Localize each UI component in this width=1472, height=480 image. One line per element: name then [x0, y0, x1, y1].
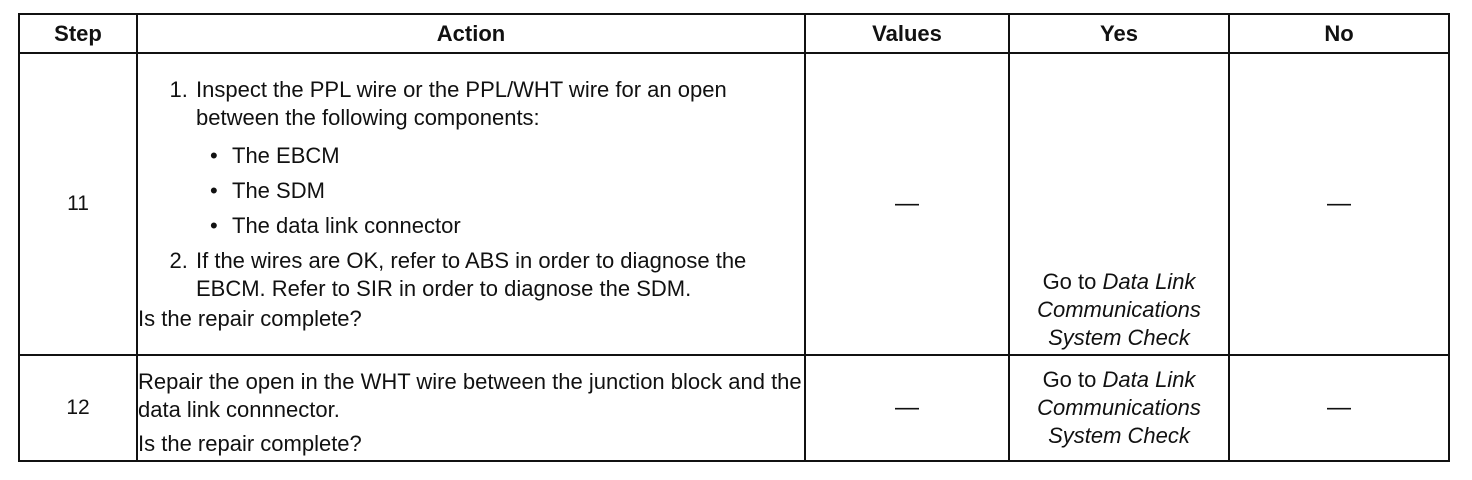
table-row-step-12: 12 Repair the open in the WHT wire betwe… — [18, 354, 1450, 462]
step-number: 11 — [18, 52, 138, 356]
component-item: The data link connector — [210, 208, 804, 243]
yes-prefix: Go to — [1042, 269, 1103, 294]
component-item: The EBCM — [210, 138, 804, 173]
header-yes: Yes — [1008, 13, 1230, 54]
no-cell: — — [1228, 354, 1450, 462]
data-link-check-link[interactable]: Data Link Communications System Check — [1037, 269, 1201, 350]
action-text: Repair the open in the WHT wire between … — [138, 369, 802, 422]
header-row: Step Action Values Yes No — [18, 13, 1450, 54]
diagnostic-table: Step Action Values Yes No 11 Inspect the… — [18, 13, 1450, 462]
action-step-2: If the wires are OK, refer to ABS in ord… — [194, 247, 804, 303]
header-action: Action — [136, 13, 806, 54]
header-step: Step — [18, 13, 138, 54]
header-no: No — [1228, 13, 1450, 54]
repair-question: Is the repair complete? — [138, 431, 362, 456]
yes-cell: Go to Data Link Communications System Ch… — [1008, 52, 1230, 356]
component-item: The SDM — [210, 173, 804, 208]
no-cell: — — [1228, 52, 1450, 356]
values-cell: — — [804, 354, 1010, 462]
action-cell: Inspect the PPL wire or the PPL/WHT wire… — [136, 52, 806, 356]
repair-question: Is the repair complete? — [138, 305, 362, 331]
action-step-1: Inspect the PPL wire or the PPL/WHT wire… — [194, 76, 804, 243]
values-cell: — — [804, 52, 1010, 356]
action-step-2-text: If the wires are OK, refer to ABS in ord… — [196, 247, 747, 301]
header-values: Values — [804, 13, 1010, 54]
table-row-step-11: 11 Inspect the PPL wire or the PPL/WHT w… — [18, 52, 1450, 356]
yes-cell: Go to Data Link Communications System Ch… — [1008, 354, 1230, 462]
yes-prefix: Go to — [1042, 367, 1103, 392]
action-steps-list: Inspect the PPL wire or the PPL/WHT wire… — [138, 76, 804, 303]
step-number: 12 — [18, 354, 138, 462]
action-cell: Repair the open in the WHT wire between … — [136, 354, 806, 462]
action-step-1-text: Inspect the PPL wire or the PPL/WHT wire… — [196, 76, 727, 130]
diagnostic-table-wrapper: Step Action Values Yes No 11 Inspect the… — [18, 13, 1450, 462]
components-list: The EBCM The SDM The data link connector — [196, 138, 804, 243]
data-link-check-link[interactable]: Data Link Communications System Check — [1037, 367, 1201, 448]
